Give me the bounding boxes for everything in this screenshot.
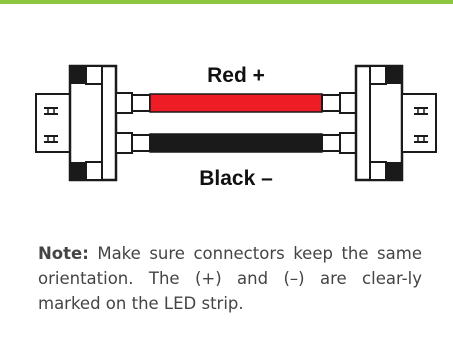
- left-connector-tab-bottom: [85, 161, 103, 181]
- right-connector-tab-bottom: [369, 161, 387, 181]
- note-label: Note:: [38, 244, 89, 263]
- left-strip-body: [35, 93, 71, 153]
- left-connector-latch-top: [70, 66, 86, 84]
- left-wire-ferrule-negative: [131, 134, 151, 152]
- positive-wire-label: Red +: [207, 64, 265, 87]
- note-paragraph: Note: Make sure connectors keep the same…: [38, 241, 422, 316]
- right-led-strip: [401, 93, 437, 153]
- right-strip-pads: [414, 107, 428, 143]
- note-text: Make sure connectors keep the same orien…: [38, 244, 422, 313]
- right-connector-tab-top: [369, 65, 387, 85]
- left-connector: [68, 64, 151, 182]
- right-strip-pad-ticks: [417, 108, 425, 142]
- black-negative-wire: [149, 133, 323, 153]
- right-connector: [321, 64, 404, 182]
- red-positive-wire: [149, 93, 323, 113]
- left-strip-pads: [44, 107, 58, 143]
- right-wire-ferrule-negative: [321, 134, 341, 152]
- right-connector-sleeve-negative: [339, 132, 357, 154]
- right-connector-latch-bottom: [386, 162, 402, 180]
- right-wire-ferrule-positive: [321, 94, 341, 112]
- left-connector-latch-bottom: [70, 162, 86, 180]
- negative-wire-label: Black –: [199, 167, 273, 190]
- left-connector-sleeve-negative: [115, 132, 133, 154]
- right-connector-latch-top: [386, 66, 402, 84]
- left-wire-ferrule-positive: [131, 94, 151, 112]
- left-connector-sleeve-positive: [115, 92, 133, 114]
- connector-wiring-diagram: Red + Black –: [35, 64, 437, 190]
- right-strip-body: [401, 93, 437, 153]
- right-connector-sleeve-positive: [339, 92, 357, 114]
- left-connector-tab-top: [85, 65, 103, 85]
- top-accent-rule: [0, 0, 453, 4]
- left-strip-pad-ticks: [47, 108, 55, 142]
- left-led-strip: [35, 93, 71, 153]
